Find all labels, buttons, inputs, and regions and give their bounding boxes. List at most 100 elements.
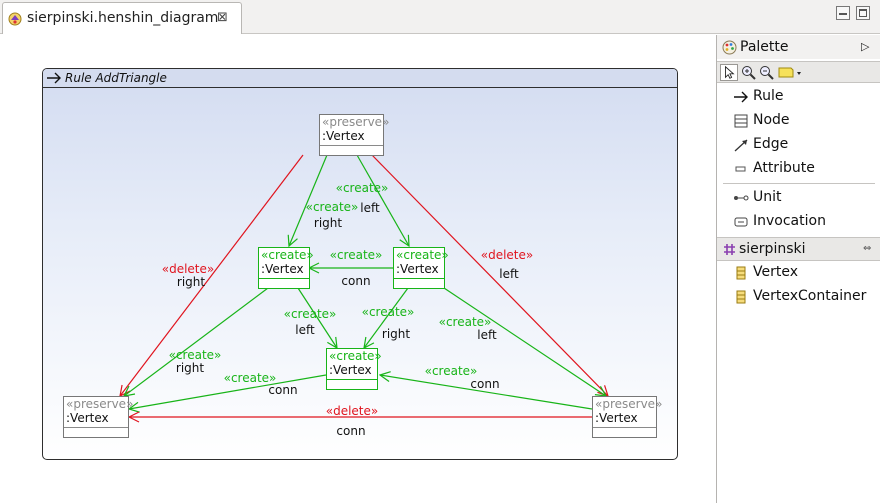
edge-label-role: right bbox=[313, 216, 343, 230]
node-stereotype: «preserve» bbox=[66, 397, 134, 411]
palette-item-label: Node bbox=[753, 112, 790, 128]
palette-item-vertex[interactable]: Vertex bbox=[731, 262, 877, 284]
editor-tab[interactable]: sierpinski.henshin_diagram ⊠ bbox=[2, 2, 242, 34]
palette-drawer-sierpinski[interactable]: sierpinski ⇔ bbox=[717, 237, 880, 261]
node-stereotype: «create» bbox=[396, 248, 449, 262]
edge-top-midright-create[interactable] bbox=[356, 154, 409, 246]
palette-toolbar bbox=[717, 61, 880, 83]
node-bottom-right-vertex[interactable]: «preserve» :Vertex bbox=[592, 396, 663, 438]
edge-label-role: conn bbox=[336, 424, 366, 438]
edge-label-stereotype: «delete» bbox=[161, 262, 215, 276]
maximize-button[interactable] bbox=[856, 6, 870, 20]
palette-item-rule[interactable]: Rule bbox=[731, 86, 877, 108]
node-name: :Vertex bbox=[329, 363, 372, 377]
node-stereotype: «create» bbox=[329, 349, 382, 363]
edge-top-botleft-delete[interactable] bbox=[120, 154, 304, 396]
select-icon[interactable] bbox=[720, 64, 738, 81]
node-compartment-divider bbox=[593, 427, 656, 428]
palette-panel: Palette ▷ Rule Node bbox=[716, 35, 880, 503]
node-compartment-divider bbox=[64, 427, 128, 428]
edge-label-role: conn bbox=[341, 274, 371, 288]
palette-item-label: Rule bbox=[753, 88, 784, 104]
edge-midleft-botleft-create[interactable] bbox=[124, 287, 269, 396]
palette-item-invocation[interactable]: Invocation bbox=[731, 211, 877, 233]
node-name: :Vertex bbox=[66, 411, 109, 425]
edge-label-stereotype: «create» bbox=[361, 305, 415, 319]
note-icon[interactable] bbox=[777, 64, 803, 81]
edge-center-botleft-create[interactable] bbox=[129, 374, 327, 409]
pin-drawer-icon[interactable]: ⇔ bbox=[863, 243, 872, 254]
node-center-vertex[interactable]: «create» :Vertex bbox=[326, 348, 382, 390]
node-midleft-vertex[interactable]: «create» :Vertex bbox=[258, 247, 314, 289]
palette-item-label: Attribute bbox=[753, 160, 815, 176]
editor-tab-bar: sierpinski.henshin_diagram ⊠ bbox=[0, 0, 880, 34]
edge-label-stereotype: «create» bbox=[329, 248, 383, 262]
node-compartment-divider bbox=[327, 379, 377, 380]
node-name: :Vertex bbox=[322, 129, 365, 143]
zoom-out-icon[interactable] bbox=[758, 64, 776, 81]
rule-title: Rule AddTriangle bbox=[65, 71, 167, 85]
edge-top-botright-delete[interactable] bbox=[371, 154, 608, 396]
palette-item-label: Invocation bbox=[753, 213, 826, 229]
node-icon bbox=[734, 114, 748, 128]
edge-botright-center-create[interactable] bbox=[380, 375, 593, 410]
edge-label-stereotype: «create» bbox=[335, 181, 389, 195]
palette-item-node[interactable]: Node bbox=[731, 110, 877, 132]
edge-label-stereotype: «create» bbox=[305, 200, 359, 214]
palette-item-attribute[interactable]: Attribute bbox=[731, 158, 877, 180]
zoom-in-icon[interactable] bbox=[740, 64, 758, 81]
node-stereotype: «preserve» bbox=[322, 115, 390, 129]
palette-item-label: Unit bbox=[753, 189, 782, 205]
edge-midright-center-create[interactable] bbox=[364, 287, 409, 348]
node-name: :Vertex bbox=[396, 262, 439, 276]
edges-layer bbox=[2, 154, 715, 503]
edge-label-role: conn bbox=[268, 383, 298, 397]
edge-label-stereotype: «delete» bbox=[325, 404, 379, 418]
node-name: :Vertex bbox=[261, 262, 304, 276]
node-bottom-left-vertex[interactable]: «preserve» :Vertex bbox=[63, 396, 134, 438]
node-stereotype: «create» bbox=[261, 248, 314, 262]
edge-midleft-center-create[interactable] bbox=[297, 287, 337, 348]
edge-label-stereotype: «delete» bbox=[480, 248, 534, 262]
edge-label-role: right bbox=[175, 361, 205, 375]
edge-top-midleft-create[interactable] bbox=[289, 154, 328, 246]
palette-divider bbox=[723, 183, 875, 184]
node-compartment-divider bbox=[320, 145, 383, 146]
class-icon bbox=[736, 290, 746, 304]
minimize-button[interactable] bbox=[836, 6, 850, 20]
edge-label-role: left bbox=[477, 328, 497, 342]
edge-label-role: left bbox=[360, 201, 380, 215]
invocation-icon bbox=[734, 217, 748, 227]
unit-icon bbox=[734, 195, 749, 201]
palette-title: Palette bbox=[740, 39, 789, 55]
collapse-palette-icon[interactable]: ▷ bbox=[861, 40, 870, 53]
attribute-icon bbox=[735, 166, 746, 172]
node-top-vertex[interactable]: «preserve» :Vertex bbox=[319, 114, 390, 156]
node-compartment-divider bbox=[394, 278, 444, 279]
rule-header[interactable]: Rule AddTriangle bbox=[43, 69, 677, 88]
palette-header[interactable]: Palette ▷ bbox=[717, 35, 880, 59]
rule-arrow-icon bbox=[734, 91, 748, 103]
editor-tab-title: sierpinski.henshin_diagram bbox=[27, 10, 219, 26]
node-stereotype: «preserve» bbox=[595, 397, 663, 411]
package-icon bbox=[724, 244, 735, 255]
edge-label-role: left bbox=[295, 323, 315, 337]
edge-label-role: left bbox=[499, 267, 519, 281]
diagram-canvas[interactable]: Rule AddTriangle «delete» right «delete»… bbox=[2, 35, 715, 503]
palette-item-label: VertexContainer bbox=[753, 288, 867, 304]
edge-label-stereotype: «create» bbox=[168, 348, 222, 362]
rule-arrow-icon bbox=[47, 72, 61, 84]
palette-item-edge[interactable]: Edge bbox=[731, 134, 877, 156]
palette-item-vertexcontainer[interactable]: VertexContainer bbox=[731, 286, 877, 308]
node-compartment-divider bbox=[259, 278, 309, 279]
palette-item-label: Vertex bbox=[753, 264, 799, 280]
edge-label-stereotype: «create» bbox=[223, 371, 277, 385]
node-midright-vertex[interactable]: «create» :Vertex bbox=[393, 247, 449, 289]
edge-icon bbox=[734, 139, 748, 152]
edge-midright-botright-create[interactable] bbox=[443, 287, 606, 396]
edge-label-role: conn bbox=[470, 377, 500, 391]
close-tab-icon[interactable]: ⊠ bbox=[217, 10, 228, 25]
palette-drawer-title: sierpinski bbox=[739, 241, 806, 257]
edge-label-stereotype: «create» bbox=[424, 364, 478, 378]
palette-item-unit[interactable]: Unit bbox=[731, 187, 877, 209]
